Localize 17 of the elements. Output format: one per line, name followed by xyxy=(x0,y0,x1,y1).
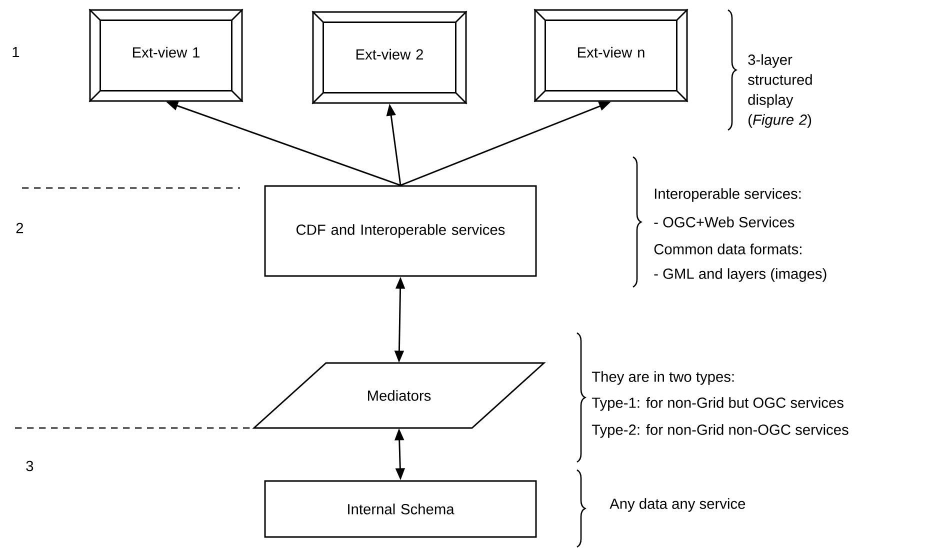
layer-number: 2 xyxy=(16,222,24,234)
note-text: Type-2: for non-Grid non-OGC services xyxy=(592,424,848,438)
note-text: Any data any service xyxy=(610,498,746,512)
process-box: CDF and Interoperable services xyxy=(264,185,537,277)
note-text: 3-layer structured display (Figure 2) xyxy=(748,54,812,128)
monitor-box: Ext-view 2 xyxy=(312,10,468,104)
monitor-box: Ext-view 1 xyxy=(88,8,244,102)
layer-number: 3 xyxy=(26,460,34,472)
note-text: Interoperable services: xyxy=(654,188,801,202)
note-text: Type-1: for non-Grid but OGC services xyxy=(592,397,844,411)
note-text: Common data formats: xyxy=(654,244,802,254)
note-text: - OGC+Web Services xyxy=(654,216,794,228)
layer-number: 1 xyxy=(12,46,20,58)
note-text: - GML and layers (images) xyxy=(654,268,826,282)
note-text: They are in two types: xyxy=(592,371,734,385)
process-box: Internal Schema xyxy=(264,480,537,538)
monitor-box: Ext-view n xyxy=(534,8,688,102)
